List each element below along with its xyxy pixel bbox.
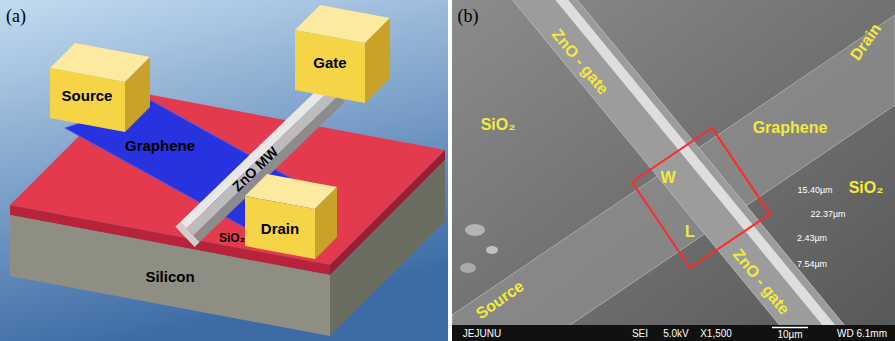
dust xyxy=(486,246,498,254)
sem-background xyxy=(452,0,895,341)
part-label: SiO₂ xyxy=(219,231,245,245)
silicon-front xyxy=(10,215,330,336)
dimension-label: 7.54µm xyxy=(797,259,827,269)
sem-info: X1,500 xyxy=(700,328,732,339)
part-label: Graphene xyxy=(125,137,195,154)
sem-info: 5.0kV xyxy=(663,328,689,339)
scale-label: 10µm xyxy=(777,329,802,340)
part-label: Drain xyxy=(847,20,885,64)
part-label: ZnO MW xyxy=(229,144,281,195)
silicon-side xyxy=(330,160,445,336)
part-label: Drain xyxy=(261,220,299,237)
part-label: SiO₂ xyxy=(481,116,516,134)
electrode-side xyxy=(315,187,337,259)
sem-info: WD 6.1mm xyxy=(837,328,887,339)
zno-wire-highlight xyxy=(531,0,860,341)
zno-wire xyxy=(505,0,865,341)
dimension-symbol: L xyxy=(685,223,695,241)
panel-letter: (a) xyxy=(6,6,26,27)
electrode-side xyxy=(365,18,390,103)
electrode-front xyxy=(295,30,365,103)
part-label: Gate xyxy=(313,54,346,71)
scale-bar xyxy=(772,327,808,329)
dimension-label: 22.37µm xyxy=(810,209,845,219)
part-label: ZnO - gate xyxy=(548,26,612,99)
dimension-label: 15.40µm xyxy=(797,185,832,195)
dust xyxy=(460,263,476,273)
channel-box xyxy=(632,128,770,268)
graphene-region xyxy=(452,15,895,341)
panel-background xyxy=(0,0,448,341)
part-label: Source xyxy=(473,277,528,323)
info-bar xyxy=(452,325,895,341)
part-label: Source xyxy=(62,87,113,104)
electrode-front xyxy=(50,68,125,132)
sem-info: JEJUNU xyxy=(463,328,501,339)
part-label: ZnO - gate xyxy=(729,246,793,319)
dimension-symbol: W xyxy=(660,169,675,187)
electrode-side xyxy=(125,57,150,132)
part-label: Silicon xyxy=(145,268,194,285)
dust xyxy=(465,224,485,236)
part-label: Graphene xyxy=(753,119,828,137)
panel-letter: (b) xyxy=(458,6,479,27)
electrode-front xyxy=(245,196,315,259)
dimension-label: 2.43µm xyxy=(797,233,827,243)
sem-info: SEI xyxy=(632,328,648,339)
part-label: SiO₂ xyxy=(849,179,884,197)
